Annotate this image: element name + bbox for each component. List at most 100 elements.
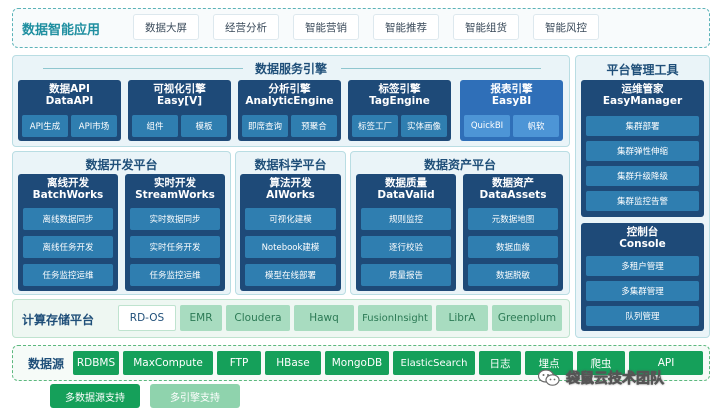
sub-item: 离线数据同步 <box>23 208 113 230</box>
card-title: 分析引擎 <box>268 83 311 95</box>
service-engine-title: 数据服务引擎 <box>254 62 327 76</box>
card-subtitle: StreamWorks <box>135 189 215 201</box>
datasource-item: ElasticSearch <box>393 351 475 375</box>
app-layer-title: 数据智能应用 <box>22 23 101 38</box>
compute-item: Greenplum <box>492 305 562 331</box>
sub-item: 数据血缘 <box>468 236 558 258</box>
compute-label: 计算存储平台 <box>22 313 95 327</box>
datasource-item: 爬虫 <box>577 351 625 375</box>
card-subtitle: EasyManager <box>602 95 683 107</box>
compute-item: EMR <box>180 305 222 331</box>
sub-item: 质量报告 <box>361 264 451 286</box>
sub-item: 实体画像 <box>401 115 447 137</box>
sub-item: 逐行校验 <box>361 236 451 258</box>
multi-datasource-pill: 多数据源支持 <box>50 384 140 408</box>
datasource-item: HBase <box>265 351 321 375</box>
sub-item: 集群升级降级 <box>586 166 699 186</box>
compute-item: Hawq <box>294 305 354 331</box>
asset-platform-title: 数据资产平台 <box>423 158 496 172</box>
sub-item: 帆软 <box>513 115 559 137</box>
app-layer <box>12 8 710 48</box>
card-subtitle: Console <box>619 238 666 250</box>
divider <box>43 68 243 69</box>
card-title: 控制台 <box>626 226 659 238</box>
card-subtitle: DataAPI <box>45 95 94 107</box>
card-title: 运维管家 <box>621 83 664 95</box>
card-title: 数据质量 <box>385 177 427 189</box>
datasource-item: MaxCompute <box>123 351 213 375</box>
dev-platform-title: 数据开发平台 <box>85 158 158 172</box>
card-subtitle: AnalyticEngine <box>245 95 334 107</box>
sub-item: 实时数据同步 <box>130 208 220 230</box>
compute-item: RD-OS <box>118 305 176 331</box>
multi-engine-pill: 多引擎支持 <box>150 384 240 408</box>
compute-item: FusionInsight <box>358 305 432 331</box>
sub-item: 规则监控 <box>361 208 451 230</box>
sub-item: Notebook建模 <box>245 236 336 258</box>
card-title: 标签引擎 <box>378 83 421 95</box>
card-title: 算法开发 <box>269 177 312 189</box>
sub-item: 数据脱敏 <box>468 264 558 286</box>
datasource-item: 日志 <box>479 351 521 375</box>
sub-item: 集群监控告警 <box>586 191 699 211</box>
sub-item: 队列管理 <box>586 306 699 326</box>
datasource-item: RDBMS <box>73 351 119 375</box>
sub-item: 预聚合 <box>291 115 337 137</box>
card-subtitle: DataAssets <box>479 189 547 201</box>
card-subtitle: Easy[V] <box>156 95 203 107</box>
sub-item: 集群部署 <box>586 116 699 136</box>
card-subtitle: TagEngine <box>369 95 430 107</box>
divider <box>341 68 541 69</box>
app-item: 智能风控 <box>533 14 599 40</box>
card-subtitle: AIWorks <box>266 189 315 201</box>
app-item: 智能推荐 <box>373 14 439 40</box>
sub-item: 实时任务开发 <box>130 236 220 258</box>
datasource-item: API <box>629 351 703 375</box>
wechat-icon <box>537 369 560 387</box>
card-title: 实时开发 <box>154 177 196 189</box>
card-subtitle: DataValid <box>377 189 435 201</box>
card-title: 报表引擎 <box>490 83 533 95</box>
card-title: 可视化引擎 <box>153 83 206 95</box>
datasource-item: FTP <box>217 351 261 375</box>
sub-item: 模板 <box>181 115 227 137</box>
app-item: 数据大屏 <box>133 14 199 40</box>
sub-item: 离线任务开发 <box>23 236 113 258</box>
datasource-label: 数据源 <box>28 357 65 371</box>
sub-item: 多租户管理 <box>586 256 699 276</box>
card-title: 数据API <box>49 83 90 95</box>
sub-item: 组件 <box>132 115 178 137</box>
sub-item: 即席查询 <box>242 115 288 137</box>
watermark-text: 袋鼠云技术团队 <box>566 371 665 388</box>
sub-item: 任务监控运维 <box>23 264 113 286</box>
sub-item: 模型在线部署 <box>245 264 336 286</box>
sub-item: API市场 <box>71 115 117 137</box>
sub-item: 可视化建模 <box>245 208 336 230</box>
sub-item: 集群弹性伸缩 <box>586 141 699 161</box>
datasource-item: MongoDB <box>325 351 389 375</box>
sub-item: QuickBI <box>464 115 510 137</box>
sub-item: API生成 <box>22 115 68 137</box>
science-platform-title: 数据科学平台 <box>254 158 327 172</box>
app-item: 智能组货 <box>453 14 519 40</box>
watermark: 袋鼠云技术团队 <box>537 368 665 388</box>
card-title: 数据资产 <box>492 177 534 189</box>
sub-item: 标签工厂 <box>352 115 398 137</box>
card-subtitle: BatchWorks <box>32 189 104 201</box>
app-item: 智能营销 <box>293 14 359 40</box>
compute-item: LibrA <box>436 305 488 331</box>
sub-item: 元数据地图 <box>468 208 558 230</box>
app-item: 经营分析 <box>213 14 279 40</box>
